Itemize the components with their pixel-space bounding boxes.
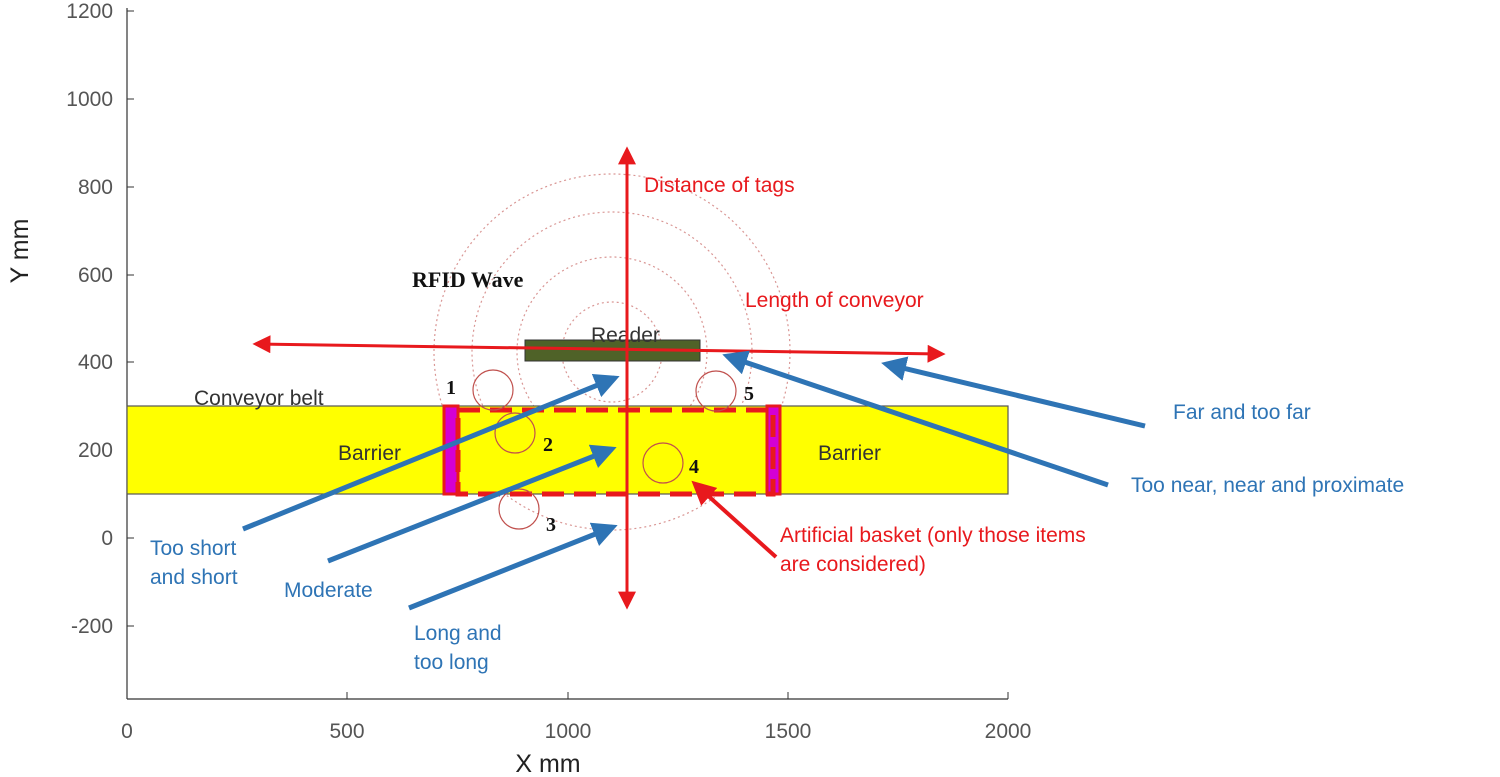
tag-5-label: 5 xyxy=(744,383,754,405)
artificial-basket xyxy=(455,407,776,497)
tag-2-label: 2 xyxy=(543,434,553,456)
moderate-label: Moderate xyxy=(284,579,373,602)
basket-label-line1: Artificial basket (only those items xyxy=(780,524,1086,547)
x-tick-label: 0 xyxy=(121,720,133,743)
length-of-conveyor-label: Length of conveyor xyxy=(745,289,924,312)
length-of-conveyor-arrow xyxy=(252,335,946,363)
short-label-line1: Too short xyxy=(150,537,237,560)
short-label-line2: and short xyxy=(150,566,238,589)
conveyor-belt-label: Conveyor belt xyxy=(194,387,324,410)
moderate-pointer-arrow xyxy=(327,444,617,564)
x-tick-label: 1000 xyxy=(545,720,592,743)
blue-pointers xyxy=(242,350,1146,611)
x-tick-label: 1500 xyxy=(765,720,812,743)
x-tick-label: 2000 xyxy=(985,720,1032,743)
tag-3-circle xyxy=(498,488,540,530)
y-tick-label: -200 xyxy=(71,615,113,638)
long-label-line1: Long and xyxy=(414,622,502,645)
far-pointer-arrow xyxy=(881,356,1146,429)
y-ticks: 1200 1000 800 600 400 200 0 -200 xyxy=(66,0,134,638)
x-tick-label: 500 xyxy=(329,720,364,743)
y-tick-label: 1200 xyxy=(66,0,113,23)
tag-4-label: 4 xyxy=(689,456,699,478)
tag-2-circle xyxy=(494,412,536,454)
rfid-wave-label: RFID Wave xyxy=(412,267,524,292)
basket-pointer-arrow xyxy=(691,480,778,559)
y-tick-label: 0 xyxy=(101,527,113,550)
tags xyxy=(472,369,737,530)
near-label: Too near, near and proximate xyxy=(1131,474,1404,497)
near-pointer-arrow xyxy=(722,350,1109,488)
reader-label: Reader xyxy=(591,324,660,347)
long-label-line2: too long xyxy=(414,651,489,674)
y-tick-label: 400 xyxy=(78,351,113,374)
distance-of-tags-label: Distance of tags xyxy=(644,174,795,197)
tag-3-label: 3 xyxy=(546,514,556,536)
y-tick-label: 200 xyxy=(78,439,113,462)
barrier-right-label: Barrier xyxy=(818,442,881,465)
tag-4-circle xyxy=(642,442,684,484)
basket-label-line2: are considered) xyxy=(780,553,926,576)
x-axis-title: X mm xyxy=(515,750,580,777)
short-pointer-arrow xyxy=(242,373,620,532)
x-ticks: 0 500 1000 1500 2000 xyxy=(121,692,1031,743)
far-label: Far and too far xyxy=(1173,401,1311,424)
tag-1-label: 1 xyxy=(446,377,456,399)
y-tick-label: 800 xyxy=(78,176,113,199)
y-tick-label: 1000 xyxy=(66,88,113,111)
tag-1-circle xyxy=(472,369,514,411)
long-pointer-arrow xyxy=(408,522,618,611)
y-tick-label: 600 xyxy=(78,264,113,287)
y-axis-title: Y mm xyxy=(6,219,34,284)
barrier-left-label: Barrier xyxy=(338,442,401,465)
conveyor-belt xyxy=(126,405,1009,495)
axes: 1200 1000 800 600 400 200 0 -200 0 500 1… xyxy=(6,0,1031,777)
tag-5-circle xyxy=(695,370,737,412)
